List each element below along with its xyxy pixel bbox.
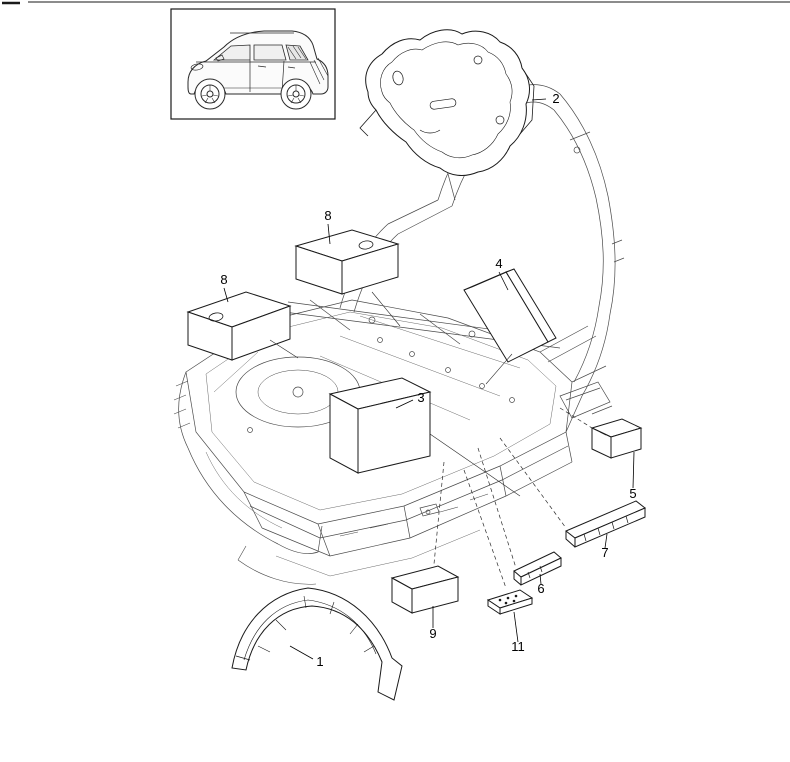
dashed-pointer-lines	[433, 407, 593, 589]
callout-11-label[interactable]: 11	[511, 639, 525, 654]
part-5-small-block	[590, 418, 643, 459]
callout-labels: 2 8 8 4 3 5 7 6 9 11 1	[220, 91, 636, 669]
part-11-small-pad	[486, 589, 534, 615]
callout-1-label[interactable]: 1	[316, 654, 323, 669]
part-9-foam-block	[390, 565, 460, 614]
part-6-clip-strip	[513, 551, 562, 586]
callout-7-label[interactable]: 7	[601, 545, 608, 560]
callout-3-label[interactable]: 3	[417, 390, 424, 405]
callout-8-upper-label[interactable]: 8	[324, 208, 331, 223]
callout-9-label[interactable]: 9	[429, 626, 436, 641]
callout-leader-lines	[223, 98, 635, 660]
mounting-pointer-lines	[269, 291, 521, 497]
vehicle-inset-box	[170, 8, 336, 120]
vehicle-thumbnail	[187, 30, 329, 110]
callout-2-label[interactable]: 2	[552, 91, 559, 106]
part-1-wheel-arch-liner	[231, 587, 403, 701]
part-8-lower-foam-block	[186, 291, 292, 361]
rear-wheel	[280, 78, 312, 110]
part-4-side-insulation-panel	[463, 268, 557, 363]
callout-6-label[interactable]: 6	[537, 581, 544, 596]
part-8-upper-foam-block	[294, 229, 400, 295]
front-wheel	[194, 78, 226, 110]
callout-5-label[interactable]: 5	[629, 486, 636, 501]
part-2-rear-trim-panel	[359, 29, 535, 176]
page-top-rule	[2, 1, 790, 5]
part-7-clip-strip	[565, 500, 646, 548]
part-3-center-foam-block	[328, 377, 432, 474]
callout-8-lower-label[interactable]: 8	[220, 272, 227, 287]
callout-4-label[interactable]: 4	[495, 256, 502, 271]
